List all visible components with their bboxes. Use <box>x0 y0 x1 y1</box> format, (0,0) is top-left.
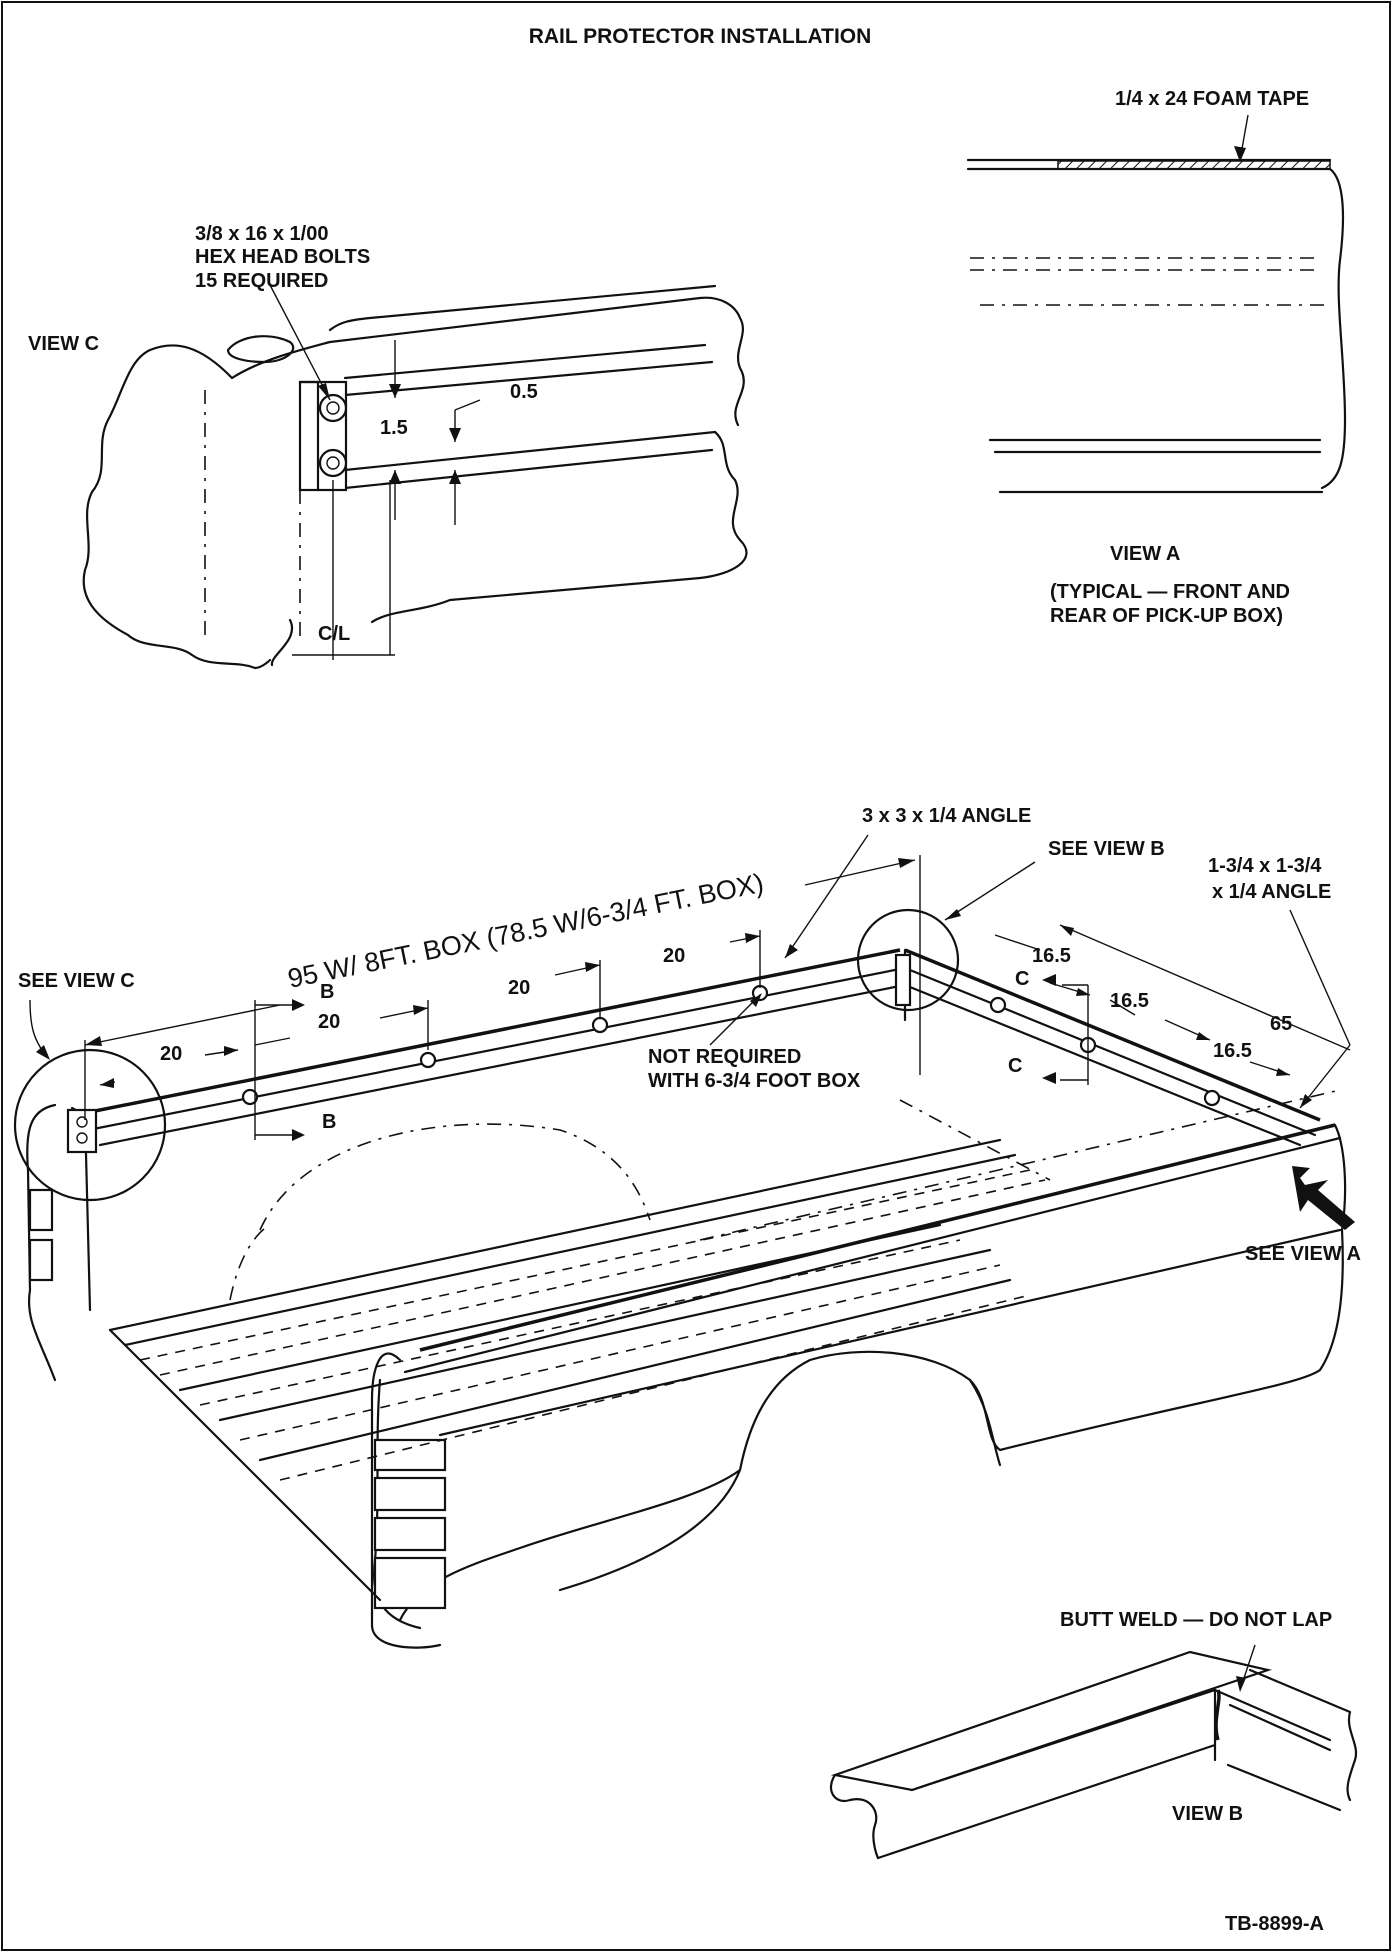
foam-tape-label: 1/4 x 24 FOAM TAPE <box>1115 88 1309 110</box>
diagram-title: RAIL PROTECTOR INSTALLATION <box>529 25 872 48</box>
angle-label: 3 x 3 x 1/4 ANGLE <box>862 805 1031 827</box>
end-length-label: 65 <box>1270 1013 1292 1035</box>
see-view-c-label: SEE VIEW C <box>18 970 135 992</box>
spacing-label-3: 20 <box>508 977 530 999</box>
see-view-a-label: SEE VIEW A <box>1245 1243 1361 1265</box>
dim-label-upper: 0.5 <box>510 381 538 403</box>
see-view-b-label: SEE VIEW B <box>1048 838 1165 860</box>
pickup-box-drawing <box>13 834 1355 1649</box>
view-a-note-line1: (TYPICAL — FRONT AND <box>1050 581 1290 603</box>
section-c-label-top: C <box>1015 968 1029 990</box>
end-spacing-label-2: 16.5 <box>1110 990 1149 1012</box>
view-c-drawing <box>82 284 748 670</box>
figure-number: TB-8899-A <box>1225 1913 1324 1935</box>
view-c-label: VIEW C <box>28 333 99 355</box>
side-angle-label-line2: x 1/4 ANGLE <box>1212 881 1331 903</box>
spacing-label-2: 20 <box>318 1011 340 1033</box>
bolts-spec-line1: 3/8 x 16 x 1/00 <box>195 223 328 245</box>
not-required-line1: NOT REQUIRED <box>648 1046 801 1068</box>
section-c-label-bottom: C <box>1008 1055 1022 1077</box>
not-required-line2: WITH 6-3/4 FOOT BOX <box>648 1070 861 1092</box>
spacing-label-1: 20 <box>160 1043 182 1065</box>
centerline-label: C/L <box>318 623 350 645</box>
view-b-label: VIEW B <box>1172 1803 1243 1825</box>
view-a-drawing <box>966 114 1347 494</box>
section-b-label-top: B <box>320 981 334 1003</box>
bolts-spec-line3: 15 REQUIRED <box>195 270 328 292</box>
butt-weld-label: BUTT WELD — DO NOT LAP <box>1060 1609 1332 1631</box>
view-a-note-line2: REAR OF PICK-UP BOX) <box>1050 605 1283 627</box>
section-b-label-bottom: B <box>322 1111 336 1133</box>
bolts-spec-line2: HEX HEAD BOLTS <box>195 246 370 268</box>
length-dimension-label: 95 W/ 8FT. BOX (78.5 W/6-3/4 FT. BOX) <box>285 868 766 994</box>
view-b-drawing <box>829 1644 1358 1860</box>
view-a-label: VIEW A <box>1110 543 1180 565</box>
dim-label-lower: 1.5 <box>380 417 408 439</box>
end-spacing-label-3: 16.5 <box>1213 1040 1252 1062</box>
spacing-label-4: 20 <box>663 945 685 967</box>
side-angle-label-line1: 1-3/4 x 1-3/4 <box>1208 855 1322 877</box>
end-spacing-label-1: 16.5 <box>1032 945 1071 967</box>
